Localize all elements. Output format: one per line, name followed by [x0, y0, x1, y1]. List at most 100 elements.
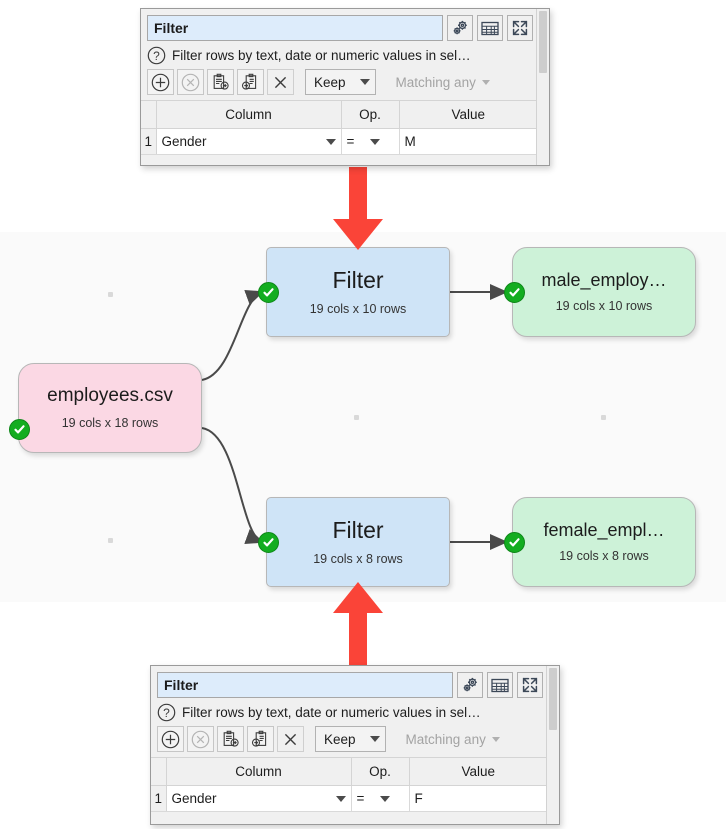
node-title: employees.csv	[47, 386, 173, 407]
row-number: 1	[141, 128, 157, 155]
panel-description: Filter rows by text, date or numeric val…	[182, 705, 481, 720]
node-male-employees[interactable]: male_employ… 19 cols x 10 rows	[504, 247, 696, 337]
x-circle-icon	[177, 69, 204, 95]
grid-dot	[108, 538, 113, 543]
chevron-down-icon	[481, 79, 490, 85]
grid-dot	[108, 292, 113, 297]
match-dropdown-value: Matching any	[405, 731, 486, 747]
table-header-column[interactable]: Column	[166, 757, 352, 786]
chevron-down-icon[interactable]	[335, 795, 346, 802]
clear-icon[interactable]	[277, 726, 304, 752]
cell-column-value: Gender	[171, 791, 217, 806]
panel-description-row: ? Filter rows by text, date or numeric v…	[151, 702, 548, 725]
expand-icon[interactable]	[517, 672, 543, 698]
scrollbar-thumb[interactable]	[549, 668, 557, 730]
cell-value[interactable]: M	[399, 128, 538, 155]
mode-dropdown[interactable]: Keep	[305, 69, 376, 95]
node-subtitle: 19 cols x 18 rows	[61, 415, 159, 430]
panel-content: Filter	[141, 9, 538, 155]
svg-text:?: ?	[163, 706, 170, 720]
green-check-icon	[9, 419, 30, 440]
panel-description-row: ? Filter rows by text, date or numeric v…	[141, 45, 538, 68]
green-check-icon	[504, 282, 525, 303]
node-title: Filter	[332, 267, 384, 293]
table-header-row: Column Op. Value	[141, 100, 538, 129]
plus-circle-icon[interactable]	[147, 69, 174, 95]
chevron-down-icon	[359, 79, 370, 85]
filter-criteria-table[interactable]: Column Op. Value 1 Gender	[141, 100, 538, 155]
copy-icon[interactable]	[217, 726, 244, 752]
question-mark-icon[interactable]: ?	[147, 46, 166, 65]
table-row[interactable]: 1 Gender = F	[151, 785, 548, 812]
node-title: Filter	[332, 517, 384, 543]
table-corner-cell	[141, 100, 157, 129]
question-mark-icon[interactable]: ?	[157, 703, 176, 722]
item-name-input[interactable]: Filter	[157, 672, 453, 698]
chevron-down-icon[interactable]	[370, 138, 381, 145]
cell-column[interactable]: Gender	[166, 785, 352, 812]
panel-description: Filter rows by text, date or numeric val…	[172, 48, 471, 63]
table-icon[interactable]	[487, 672, 513, 698]
clear-icon[interactable]	[267, 69, 294, 95]
cell-column[interactable]: Gender	[156, 128, 342, 155]
filter-panel-female[interactable]: Filter	[150, 665, 560, 825]
cell-value[interactable]: F	[409, 785, 548, 812]
expand-icon[interactable]	[507, 15, 533, 41]
table-header-op[interactable]: Op.	[351, 757, 410, 786]
x-circle-icon	[187, 726, 214, 752]
cell-op-value: =	[346, 134, 355, 149]
panel-scrollbar[interactable]	[546, 666, 559, 824]
cell-op-value: =	[356, 791, 365, 806]
table-header-op[interactable]: Op.	[341, 100, 400, 129]
gears-icon[interactable]	[457, 672, 483, 698]
node-title: female_empl…	[543, 520, 665, 540]
node-filter-male[interactable]: Filter 19 cols x 10 rows	[258, 247, 450, 337]
green-check-icon	[504, 532, 525, 553]
item-name-input[interactable]: Filter	[147, 15, 443, 41]
table-corner-cell	[151, 757, 167, 786]
edge-source-to-filter-female	[201, 427, 264, 544]
grid-dot	[354, 415, 359, 420]
mode-dropdown[interactable]: Keep	[315, 726, 386, 752]
cell-column-value: Gender	[161, 134, 207, 149]
flow-canvas[interactable]: employees.csv 19 cols x 18 rows Filter 1…	[0, 232, 726, 602]
chevron-down-icon[interactable]	[325, 138, 336, 145]
paste-icon[interactable]	[237, 69, 264, 95]
node-subtitle: 19 cols x 8 rows	[559, 549, 649, 564]
table-header-value[interactable]: Value	[399, 100, 538, 129]
table-header-value[interactable]: Value	[409, 757, 548, 786]
green-check-icon	[258, 282, 279, 303]
paste-icon[interactable]	[247, 726, 274, 752]
chevron-down-icon	[491, 736, 500, 742]
scrollbar-thumb[interactable]	[539, 11, 547, 73]
filter-criteria-table[interactable]: Column Op. Value 1 Gender	[151, 757, 548, 812]
gears-icon[interactable]	[447, 15, 473, 41]
mode-dropdown-value: Keep	[324, 731, 356, 747]
node-female-employees[interactable]: female_empl… 19 cols x 8 rows	[504, 497, 696, 587]
panel-title-row: Filter	[151, 666, 548, 702]
panel-content: Filter	[151, 666, 548, 812]
grid-dot	[601, 415, 606, 420]
filter-panel-male[interactable]: Filter	[140, 8, 550, 166]
plus-circle-icon[interactable]	[157, 726, 184, 752]
table-row[interactable]: 1 Gender = M	[141, 128, 538, 155]
match-dropdown: Matching any	[397, 726, 506, 752]
node-subtitle: 19 cols x 10 rows	[309, 302, 407, 317]
cell-op[interactable]: =	[341, 128, 400, 155]
table-icon[interactable]	[477, 15, 503, 41]
node-employees-csv[interactable]: employees.csv 19 cols x 18 rows	[9, 363, 202, 453]
node-filter-female[interactable]: Filter 19 cols x 8 rows	[258, 497, 450, 587]
annotation-arrow-down	[327, 167, 389, 250]
edge-source-to-filter-male	[201, 290, 264, 381]
panel-toolbar: Keep Matching any	[151, 725, 548, 757]
green-check-icon	[258, 532, 279, 553]
row-number: 1	[151, 785, 167, 812]
panel-title-row: Filter	[141, 9, 538, 45]
match-dropdown: Matching any	[387, 69, 496, 95]
copy-icon[interactable]	[207, 69, 234, 95]
table-header-column[interactable]: Column	[156, 100, 342, 129]
cell-op[interactable]: =	[351, 785, 410, 812]
node-title: male_employ…	[541, 270, 667, 290]
panel-scrollbar[interactable]	[536, 9, 549, 165]
chevron-down-icon[interactable]	[380, 795, 391, 802]
